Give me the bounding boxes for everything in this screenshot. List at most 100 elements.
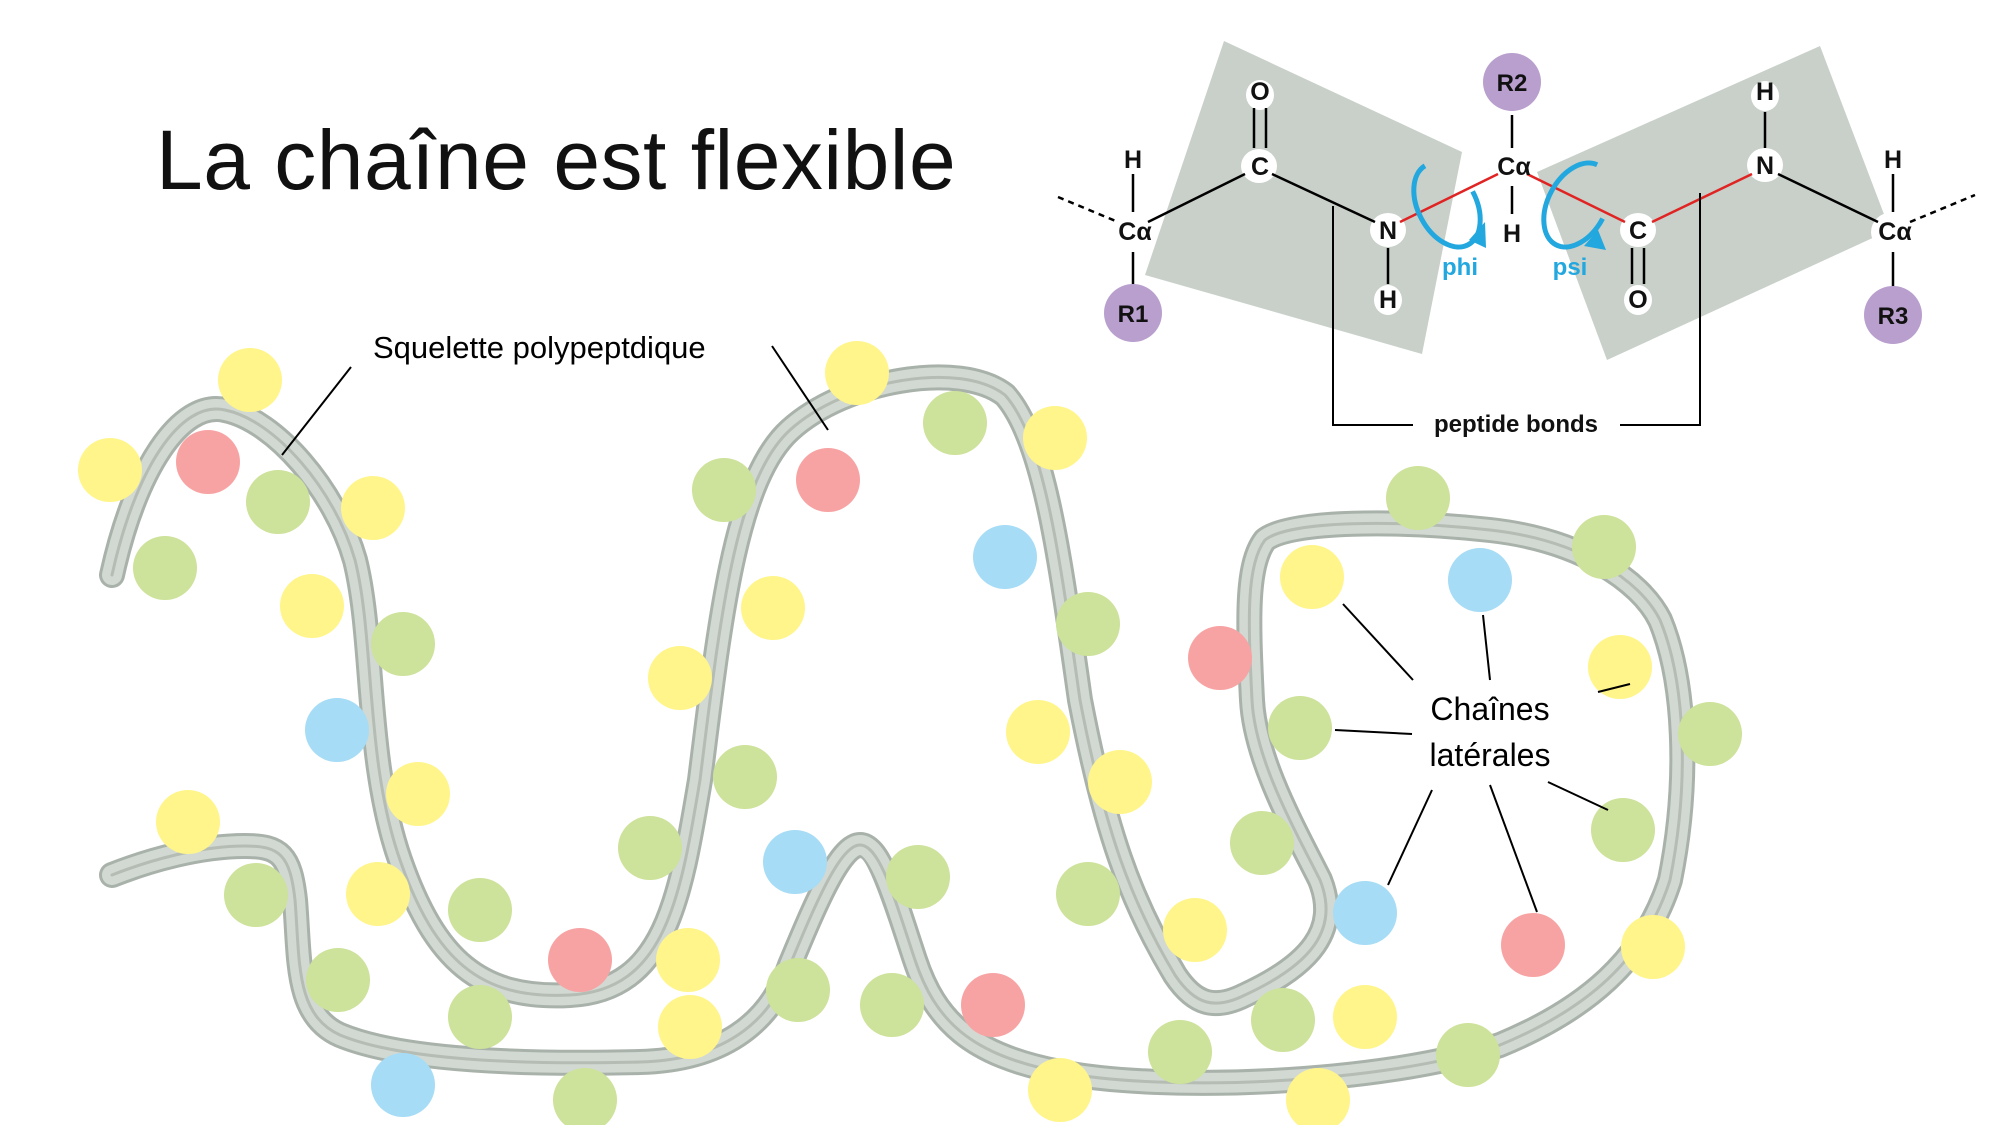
- r-group-3-bubble: [1864, 286, 1922, 344]
- residue-green: [1056, 592, 1120, 656]
- residue-green: [448, 985, 512, 1049]
- residue-green: [713, 745, 777, 809]
- residue-green: [766, 958, 830, 1022]
- residue-red: [961, 973, 1025, 1037]
- residue-green: [1386, 466, 1450, 530]
- amide-plane-left: [1145, 41, 1462, 354]
- side-chain-leader-line: [1547, 781, 1609, 811]
- residue-green: [306, 948, 370, 1012]
- residue-yellow: [386, 762, 450, 826]
- residue-green: [1251, 988, 1315, 1052]
- side-chain-residues: [78, 341, 1742, 1125]
- residue-green: [1678, 702, 1742, 766]
- slide-title: La chaîne est flexible: [156, 113, 957, 207]
- r-groups: R1 R2 R3: [1104, 53, 1922, 344]
- residue-yellow: [1006, 700, 1070, 764]
- residue-blue: [973, 525, 1037, 589]
- residue-yellow: [156, 790, 220, 854]
- residue-yellow: [1028, 1058, 1092, 1122]
- chain-continuation-left: [1057, 195, 1119, 224]
- residue-blue: [1448, 548, 1512, 612]
- residue-yellow: [1280, 545, 1344, 609]
- residue-yellow: [658, 995, 722, 1059]
- atom-c-right: C: [1629, 217, 1647, 245]
- phi-rotation-arrow: [1411, 160, 1486, 250]
- residue-red: [176, 430, 240, 494]
- side-chains-label-line2: latérales: [1430, 737, 1551, 773]
- atom-o-right: O: [1628, 286, 1647, 314]
- residue-green: [133, 536, 197, 600]
- r-group-1-bubble: [1104, 284, 1162, 342]
- atom-n-left: N: [1379, 217, 1397, 245]
- residue-red: [1188, 626, 1252, 690]
- amide-plane-right: [1537, 46, 1890, 360]
- residue-blue: [371, 1053, 435, 1117]
- atom-ca1: Cα: [1118, 218, 1152, 246]
- peptide-bonds-label: peptide bonds: [1434, 411, 1598, 438]
- atom-h-n-right: H: [1756, 78, 1774, 106]
- residue-yellow: [825, 341, 889, 405]
- residue-red: [1501, 913, 1565, 977]
- residue-green: [618, 816, 682, 880]
- residue-yellow: [1088, 750, 1152, 814]
- r-group-3: R3: [1878, 303, 1909, 330]
- residue-yellow: [1588, 635, 1652, 699]
- residue-yellow: [78, 438, 142, 502]
- residue-green: [860, 973, 924, 1037]
- side-chain-leader-line: [1597, 683, 1631, 693]
- residue-green: [923, 391, 987, 455]
- atom-n-right: N: [1756, 152, 1774, 180]
- backbone-label: Squelette polypeptdique: [373, 330, 706, 365]
- residue-yellow: [1163, 898, 1227, 962]
- side-chain-leader-line: [1482, 614, 1491, 681]
- residue-red: [796, 448, 860, 512]
- side-chain-leader-line: [1387, 789, 1433, 886]
- residue-yellow: [1621, 915, 1685, 979]
- residue-green: [1436, 1023, 1500, 1087]
- side-chain-leader-line: [1342, 603, 1414, 681]
- residue-yellow: [1286, 1068, 1350, 1125]
- atom-o-left: O: [1250, 78, 1269, 106]
- residue-green: [1572, 515, 1636, 579]
- residue-yellow: [1023, 406, 1087, 470]
- residue-yellow: [346, 862, 410, 926]
- residue-yellow: [741, 576, 805, 640]
- atom-backgrounds: [1111, 80, 1915, 315]
- residue-red: [548, 928, 612, 992]
- peptide-bonds-bracket: [1332, 193, 1701, 426]
- r-group-1: R1: [1118, 301, 1149, 328]
- residue-yellow: [1333, 985, 1397, 1049]
- residue-green: [224, 863, 288, 927]
- atom-ca3: Cα: [1878, 218, 1912, 246]
- residue-green: [1591, 798, 1655, 862]
- residue-green: [371, 612, 435, 676]
- atom-c-left: C: [1251, 153, 1269, 181]
- side-chains-label-line1: Chaînes: [1430, 691, 1549, 727]
- residue-green: [553, 1068, 617, 1125]
- atoms: O C N H H Cα Cα H C O N H H Cα: [1118, 78, 1912, 314]
- r-group-2: R2: [1497, 70, 1528, 97]
- residue-green: [886, 845, 950, 909]
- residue-green: [1230, 811, 1294, 875]
- residue-green: [1148, 1020, 1212, 1084]
- side-chain-leader-line: [1489, 784, 1538, 913]
- residue-blue: [763, 830, 827, 894]
- atom-h-ca3: H: [1884, 146, 1902, 174]
- residue-green: [692, 458, 756, 522]
- covalent-bonds: [1131, 108, 1895, 290]
- residue-green: [1056, 862, 1120, 926]
- psi-rotation-arrow: [1541, 160, 1613, 250]
- backbone-leader-line: [771, 345, 829, 431]
- side-chain-leader-line: [1334, 729, 1413, 735]
- residue-yellow: [341, 476, 405, 540]
- rotatable-bonds: [1399, 172, 1753, 224]
- residue-green: [1268, 696, 1332, 760]
- residue-blue: [1333, 881, 1397, 945]
- residue-yellow: [218, 348, 282, 412]
- chain-continuation-right: [1909, 193, 1976, 224]
- psi-label: psi: [1553, 254, 1588, 281]
- residue-yellow: [648, 646, 712, 710]
- side-chains-label-group: Chaînes latérales: [1334, 603, 1631, 913]
